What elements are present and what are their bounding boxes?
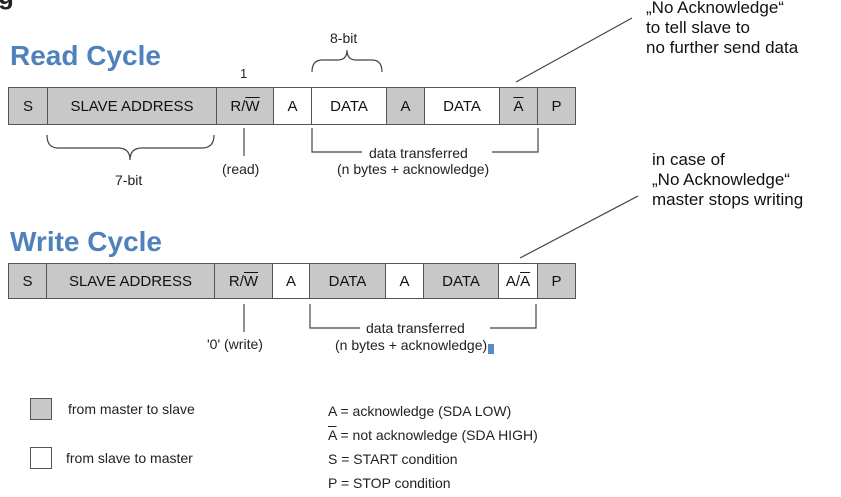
read-note-pointer bbox=[515, 17, 633, 83]
read-cycle-title: Read Cycle bbox=[10, 40, 161, 71]
write-frame-cell-r-w: R/W bbox=[214, 263, 273, 299]
write-frame-cell-p: P bbox=[537, 263, 576, 299]
legend-text: = acknowledge (SDA LOW) bbox=[336, 403, 512, 419]
legend-symbol: S bbox=[328, 451, 338, 467]
legend-text: = START condition bbox=[337, 451, 458, 467]
write-frame-cell-data: DATA bbox=[309, 263, 386, 299]
legend-definition-1: A = acknowledge (SDA LOW) bbox=[328, 401, 538, 425]
write-direction-label: '0' (write) bbox=[207, 336, 263, 352]
legend-master-swatch bbox=[30, 398, 52, 420]
read-transfer-bracket bbox=[311, 128, 539, 153]
write-transfer-bracket bbox=[309, 304, 537, 329]
legend-definition-2: A = not acknowledge (SDA HIGH) bbox=[328, 425, 538, 449]
read-frame-cell-a: A bbox=[273, 87, 312, 125]
read-note-line-3: no further send data bbox=[646, 38, 799, 57]
read-frame-cell-s: S bbox=[8, 87, 48, 125]
read-frame-cell-a: A bbox=[499, 87, 538, 125]
clipped-heading-fragment: g bbox=[0, 0, 14, 11]
write-transfer-label: data transferred bbox=[366, 320, 465, 336]
write-note-line-2: „No Acknowledge“ bbox=[652, 170, 790, 189]
write-note-pointer bbox=[519, 195, 639, 259]
read-frame-cell-p: P bbox=[537, 87, 576, 125]
write-note-line-3: master stops writing bbox=[652, 190, 804, 209]
legend-definitions: A = acknowledge (SDA LOW)A = not acknowl… bbox=[328, 401, 538, 497]
write-transfer-sublabel: (n bytes + acknowledge) bbox=[335, 337, 488, 353]
seven-bit-brace bbox=[46, 134, 215, 161]
read-note-line-2: to tell slave to bbox=[646, 18, 750, 37]
legend-symbol: P bbox=[328, 475, 338, 491]
read-seven-bit-label: 7-bit bbox=[115, 172, 143, 188]
legend-slave-swatch bbox=[30, 447, 52, 469]
read-frame-cell-data: DATA bbox=[311, 87, 387, 125]
legend-definition-3: S = START condition bbox=[328, 449, 538, 473]
legend-text: = STOP condition bbox=[337, 475, 451, 491]
read-eight-bit-label: 8-bit bbox=[330, 30, 358, 46]
read-transfer-label: data transferred bbox=[369, 145, 468, 161]
legend-definition-4: P = STOP condition bbox=[328, 473, 538, 497]
legend-slave-label: from slave to master bbox=[66, 450, 193, 466]
write-note-line-1: in case of bbox=[652, 150, 725, 169]
read-direction-label: (read) bbox=[222, 161, 260, 177]
read-frame-cell-r-w: R/W bbox=[216, 87, 274, 125]
read-frame-cell-data: DATA bbox=[424, 87, 500, 125]
write-frame-cell-data: DATA bbox=[423, 263, 499, 299]
write-frame-cell-a: A bbox=[385, 263, 424, 299]
legend-symbol: A bbox=[328, 403, 337, 419]
cursor-marker bbox=[488, 344, 494, 354]
read-one-bit-label: 1 bbox=[240, 66, 248, 81]
legend-symbol: A bbox=[328, 427, 337, 443]
write-no-ack-note: in case of „No Acknowledge“ master stops… bbox=[652, 150, 803, 210]
read-transfer-sublabel: (n bytes + acknowledge) bbox=[337, 161, 490, 177]
legend-master-label: from master to slave bbox=[68, 401, 195, 417]
write-cycle-title: Write Cycle bbox=[10, 226, 162, 257]
write-frame-cell-slave-address: SLAVE ADDRESS bbox=[46, 263, 215, 299]
legend-text: = not acknowledge (SDA HIGH) bbox=[336, 427, 538, 443]
eight-bit-brace bbox=[311, 49, 383, 73]
read-no-ack-note: „No Acknowledge“ to tell slave to no fur… bbox=[646, 0, 798, 58]
read-note-line-1: „No Acknowledge“ bbox=[646, 0, 784, 17]
